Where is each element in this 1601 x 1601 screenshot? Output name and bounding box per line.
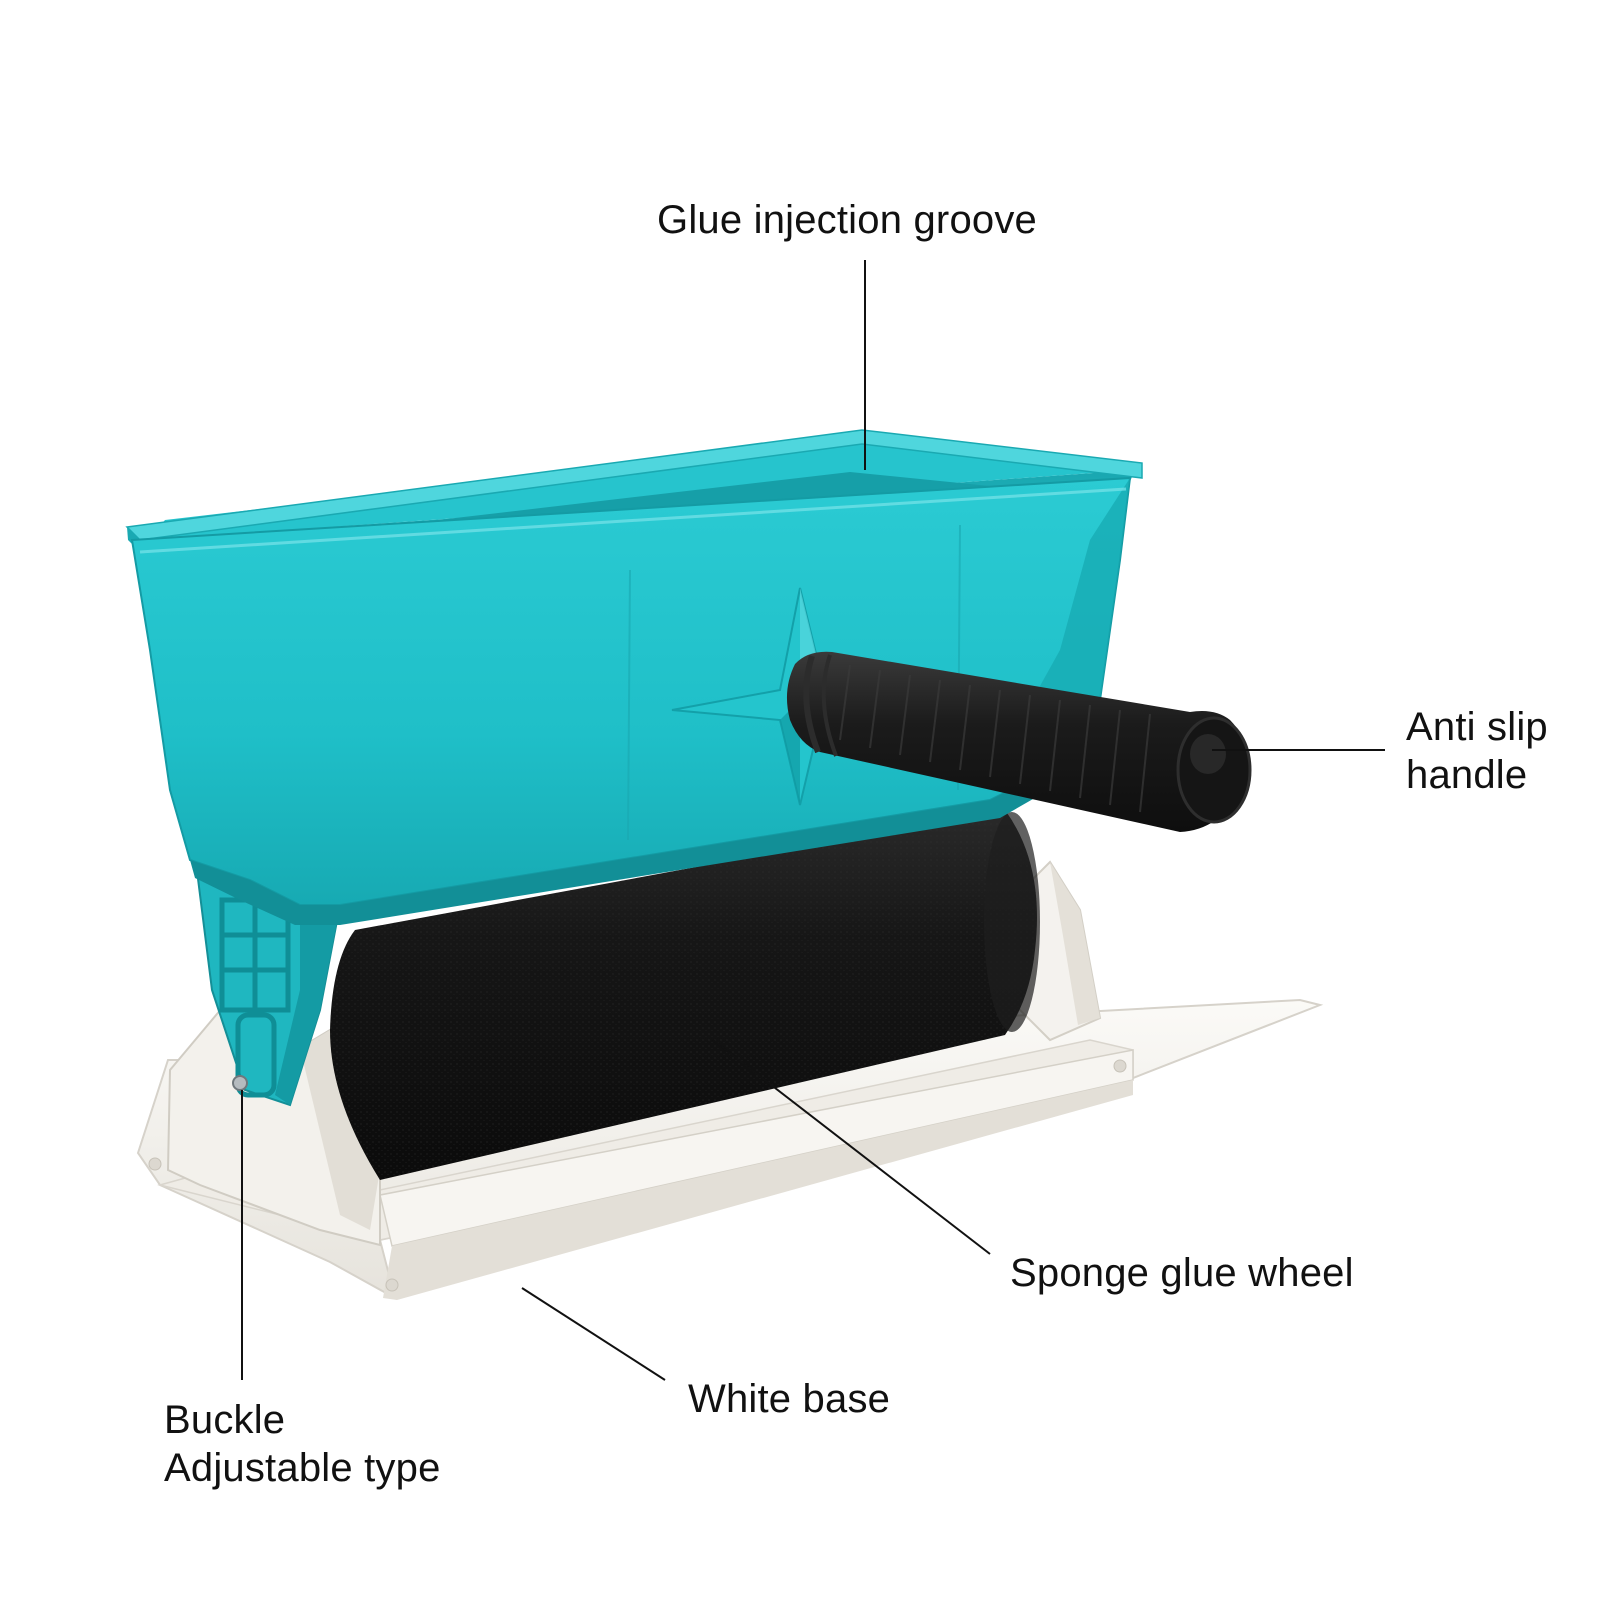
- label-glue-injection-groove-text: Glue injection groove: [657, 198, 1037, 242]
- label-glue-injection-groove: Glue injection groove: [657, 196, 1037, 244]
- label-buckle-line1: Buckle: [164, 1398, 286, 1442]
- label-anti-slip-handle-line2: handle: [1406, 753, 1528, 797]
- leader-line-white-base: [521, 1287, 666, 1381]
- label-sponge-glue-wheel-text: Sponge glue wheel: [1010, 1251, 1354, 1295]
- anti-slip-handle: [786, 651, 1252, 832]
- label-buckle-adjustable: Buckle Adjustable type: [164, 1396, 441, 1492]
- label-white-base: White base: [688, 1375, 890, 1423]
- leader-line-sponge-wheel: [712, 1039, 991, 1255]
- label-anti-slip-handle-line1: Anti slip: [1406, 705, 1548, 749]
- label-sponge-glue-wheel: Sponge glue wheel: [1010, 1249, 1354, 1297]
- glue-tray: [125, 429, 1143, 925]
- label-buckle-line2: Adjustable type: [164, 1446, 441, 1490]
- label-anti-slip-handle: Anti slip handle: [1406, 703, 1548, 799]
- label-white-base-text: White base: [688, 1377, 891, 1421]
- leader-lines: [241, 260, 1385, 1381]
- sponge-roller: [330, 810, 1040, 1180]
